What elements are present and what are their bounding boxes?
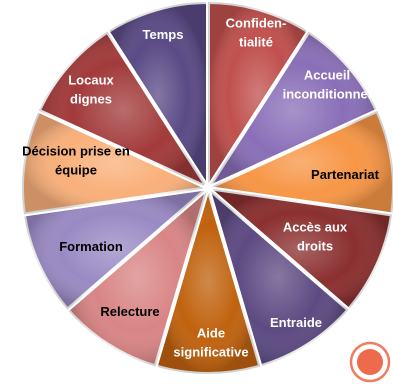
label-acces: Accès aux droits (283, 220, 348, 254)
label-line: Partenariat (311, 167, 380, 182)
label-confidentialite: Confiden-tialité (226, 16, 287, 50)
label-line: équipe (55, 163, 97, 178)
label-aide: Aide significative (173, 326, 248, 360)
segment-shading-acces (208, 188, 393, 310)
label-locaux: Locaux dignes (68, 73, 114, 107)
label-relecture: Relecture (100, 304, 159, 319)
segment-shading-aide (155, 188, 261, 375)
label-line: Locaux (68, 73, 114, 88)
label-accueil: Accueil inconditionnel (283, 68, 372, 102)
label-line: Entraide (270, 315, 322, 330)
label-line: Formation (59, 239, 123, 254)
segment-shading-confidentialite (208, 2, 309, 188)
wheel-hub (203, 183, 213, 193)
label-entraide: Entraide (270, 315, 322, 330)
label-line: Aide (197, 326, 225, 341)
label-partenariat: Partenariat (311, 167, 380, 182)
label-line: Confiden- (226, 16, 287, 31)
segment-shading-temps (107, 2, 208, 188)
label-line: dignes (70, 92, 112, 107)
label-line: significative (173, 345, 248, 360)
segment-shading-decision (21, 110, 208, 215)
record-dot-icon (357, 349, 383, 375)
label-line: tialité (239, 35, 273, 50)
wheel-segments (20, 0, 393, 377)
segment-shading-locaux (38, 31, 209, 189)
label-line: inconditionnel (283, 87, 372, 102)
label-line: Accueil (304, 68, 350, 83)
label-line: Temps (143, 27, 184, 42)
label-line: Accès aux (283, 220, 348, 235)
segment-shading-formation (23, 188, 208, 310)
label-formation: Formation (59, 239, 123, 254)
record-button[interactable] (349, 341, 391, 383)
label-temps: Temps (143, 27, 184, 42)
segment-shading-partenariat (208, 110, 393, 215)
segment-shading-accueil (208, 31, 378, 189)
segment-shading-entraide (208, 188, 349, 367)
label-decision: Décision prise en équipe (22, 144, 130, 178)
segment-shading-relecture (67, 188, 209, 367)
label-line: Relecture (100, 304, 159, 319)
label-line: droits (297, 239, 333, 254)
label-line: Décision prise en (22, 144, 130, 159)
